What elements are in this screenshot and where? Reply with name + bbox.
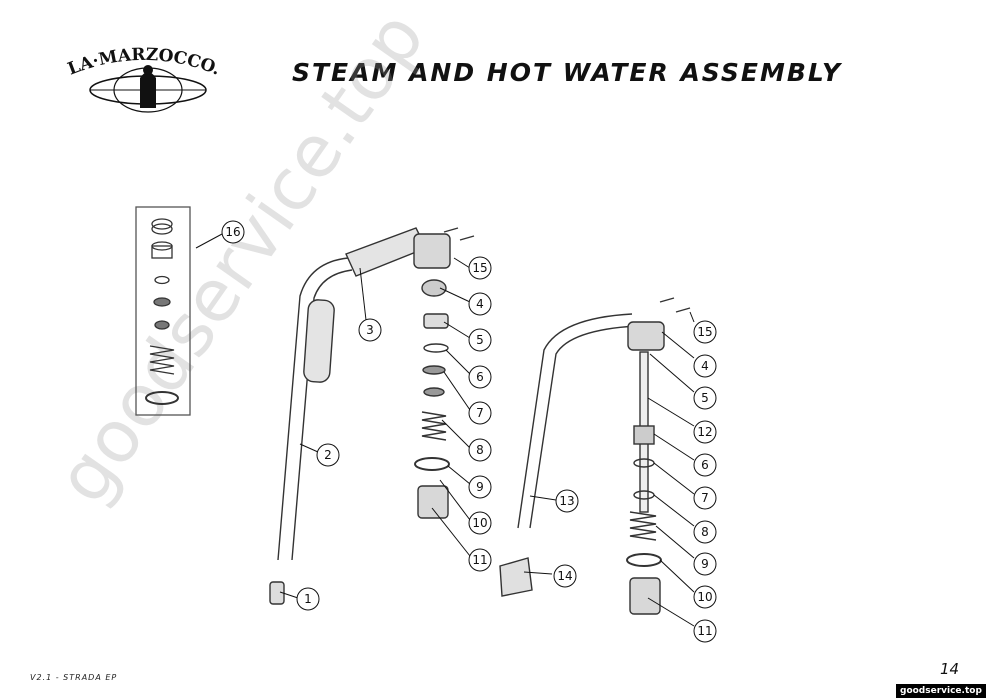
svg-text:10: 10 (472, 516, 487, 530)
callout-7-right: 7 (693, 486, 717, 510)
callout-11-left: 11 (468, 548, 492, 572)
callout-2: 2 (316, 443, 340, 467)
la-marzocco-logo: LA·MARZOCCO. (65, 45, 223, 113)
callout-9-right: 9 (693, 552, 717, 576)
svg-text:11: 11 (472, 553, 487, 567)
svg-text:16: 16 (225, 225, 240, 239)
svg-text:10: 10 (697, 590, 712, 604)
callout-10-left: 10 (468, 511, 492, 535)
svg-text:1: 1 (304, 592, 312, 606)
callout-12: 12 (693, 420, 717, 444)
callout-15-right: 15 (693, 320, 717, 344)
svg-text:8: 8 (476, 443, 484, 457)
callout-1: 1 (296, 587, 320, 611)
svg-text:3: 3 (366, 323, 374, 337)
callout-6-left: 6 (468, 365, 492, 389)
left-steam-wand (269, 227, 533, 605)
svg-text:15: 15 (472, 261, 487, 275)
svg-text:4: 4 (701, 359, 709, 373)
svg-text:13: 13 (559, 494, 574, 508)
callout-5-right: 5 (693, 386, 717, 410)
svg-text:6: 6 (701, 458, 709, 472)
svg-text:7: 7 (701, 491, 709, 505)
watermark-badge: goodservice.top (896, 684, 986, 698)
svg-text:5: 5 (701, 391, 709, 405)
svg-text:11: 11 (697, 624, 712, 638)
callout-11-right: 11 (693, 619, 717, 643)
callout-3: 3 (358, 318, 382, 342)
callout-16: 16 (221, 220, 245, 244)
callout-15-left: 15 (468, 256, 492, 280)
callout-10-right: 10 (693, 585, 717, 609)
callout-14: 14 (553, 564, 577, 588)
page-number: 14 (940, 660, 960, 678)
svg-text:5: 5 (476, 333, 484, 347)
callout-13: 13 (555, 489, 579, 513)
svg-text:7: 7 (476, 406, 484, 420)
svg-text:15: 15 (697, 325, 712, 339)
callouts-left (195, 233, 553, 599)
footer-version: V2.1 - STRADA EP (30, 673, 118, 682)
svg-text:4: 4 (476, 297, 484, 311)
callout-7-left: 7 (468, 401, 492, 425)
callout-8-left: 8 (468, 438, 492, 462)
page-title: STEAM AND HOT WATER ASSEMBLY (292, 58, 843, 87)
svg-text:6: 6 (476, 370, 484, 384)
kit-box (135, 206, 191, 416)
callout-4-right: 4 (693, 354, 717, 378)
callout-9-left: 9 (468, 475, 492, 499)
callout-4-left: 4 (468, 292, 492, 316)
svg-text:14: 14 (557, 569, 572, 583)
svg-text:9: 9 (701, 557, 709, 571)
svg-text:8: 8 (701, 525, 709, 539)
callout-8-right: 8 (693, 520, 717, 544)
callout-5-left: 5 (468, 328, 492, 352)
svg-text:2: 2 (324, 448, 332, 462)
callout-6-right: 6 (693, 453, 717, 477)
svg-text:12: 12 (697, 425, 712, 439)
svg-text:9: 9 (476, 480, 484, 494)
callouts-right (529, 311, 695, 627)
right-hot-water-wand (517, 297, 691, 615)
